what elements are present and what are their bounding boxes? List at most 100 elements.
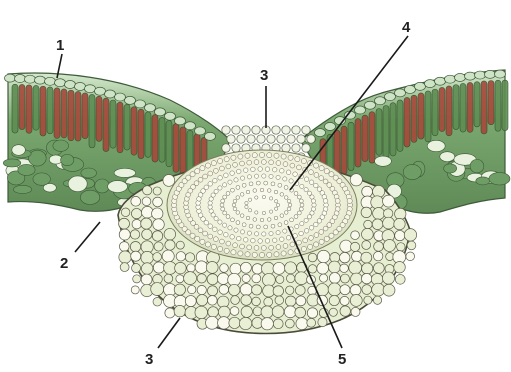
vascular-cell [218,230,223,235]
palisade-cell [488,80,494,124]
vascular-cell [211,193,215,197]
ground-tissue-cell [362,241,371,250]
ground-tissue-cell [262,262,275,275]
vascular-cell [255,211,258,214]
palisade-cell [369,112,375,163]
vascular-cell [245,252,250,257]
callout-5: 5 [338,351,346,368]
ground-tissue-cell [153,253,162,262]
vascular-cell [186,175,191,180]
vascular-cell [269,245,274,250]
vascular-cell [236,236,241,241]
palisade-cell [110,100,116,148]
ground-tissue-cell [141,251,154,264]
cap-cell [302,126,310,134]
vascular-cell [259,252,264,257]
ground-tissue-cell [187,264,195,272]
vascular-cell [323,179,328,184]
palisade-cell [460,83,466,132]
ground-tissue-cell [154,242,163,251]
vascular-cell [279,237,284,242]
ground-tissue-cell [143,186,152,195]
spongy-cell [81,168,97,178]
vascular-cell [246,216,250,220]
vascular-cell [269,174,273,178]
vascular-cell [295,157,300,162]
epidermis-cell [445,75,456,83]
cap-cell [222,126,230,134]
palisade-cell [362,115,368,162]
vascular-cell [284,196,288,200]
vascular-cell [290,218,294,222]
vascular-cell [262,195,265,198]
vascular-cell [301,158,306,163]
vascular-cell [278,183,282,187]
vascular-cell [290,242,295,247]
vascular-cell [262,211,265,214]
palisade-cell [96,96,102,141]
ground-tissue-cell [406,252,415,261]
ground-tissue-cell [395,230,405,240]
epidermis-cell [185,122,196,130]
ground-tissue-cell [329,295,339,305]
ground-tissue-cell [176,241,184,249]
callout-4: 4 [402,19,411,36]
palisade-cell [341,126,347,174]
ground-tissue-cell [328,283,341,296]
vascular-cell [267,252,272,257]
ground-tissue-cell [229,317,240,328]
vascular-cell [310,195,314,199]
vascular-cell [218,220,222,224]
vascular-cell [280,214,284,218]
ground-tissue-cell [133,275,141,283]
vascular-cell [347,198,352,203]
vascular-cell [287,207,291,211]
ground-tissue-cell [230,307,239,316]
ground-tissue-cell [152,231,162,241]
ground-tissue-cell [371,196,384,209]
vascular-cell [213,237,218,242]
vascular-cell [236,211,240,215]
vascular-cell [240,230,244,234]
vascular-cell [260,188,264,192]
palisade-cell [152,115,158,163]
vascular-cell [297,195,301,199]
vascular-cell [240,193,244,197]
ground-tissue-cell [308,253,317,262]
ground-tissue-cell [318,318,327,327]
ground-tissue-cell [295,272,308,285]
palisade-cell [404,97,410,147]
vascular-cell [323,199,328,204]
ground-tissue-cell [340,306,350,316]
ground-tissue-cell [119,242,129,252]
vascular-cell [205,163,210,168]
vascular-cell [286,170,291,175]
vascular-cell [242,223,246,227]
palisade-cell [411,95,417,142]
vascular-cell [249,182,253,186]
ground-tissue-cell [285,296,295,306]
vascular-cell [262,232,266,236]
ground-tissue-cell [239,317,251,329]
ground-tissue-cell [175,262,186,273]
ground-tissue-cell [373,296,381,304]
cap-cell [227,135,235,143]
vascular-cell [274,200,277,203]
palisade-cell [446,86,452,136]
vascular-cell [279,168,284,173]
vascular-cell [200,239,205,244]
palisade-cell [439,87,445,131]
palisade-cell [502,80,508,131]
ground-tissue-cell [373,263,384,274]
cap-cell [307,135,315,143]
spongy-cell [489,172,510,185]
vascular-cell [274,252,279,257]
ground-tissue-cell [242,274,250,282]
ground-tissue-cell [218,317,230,329]
vascular-cell [283,229,287,233]
vascular-cell [236,196,240,200]
epidermis-cell [415,82,426,90]
vascular-cell [288,155,293,160]
ground-tissue-cell [361,252,372,263]
vascular-cell [247,175,251,179]
